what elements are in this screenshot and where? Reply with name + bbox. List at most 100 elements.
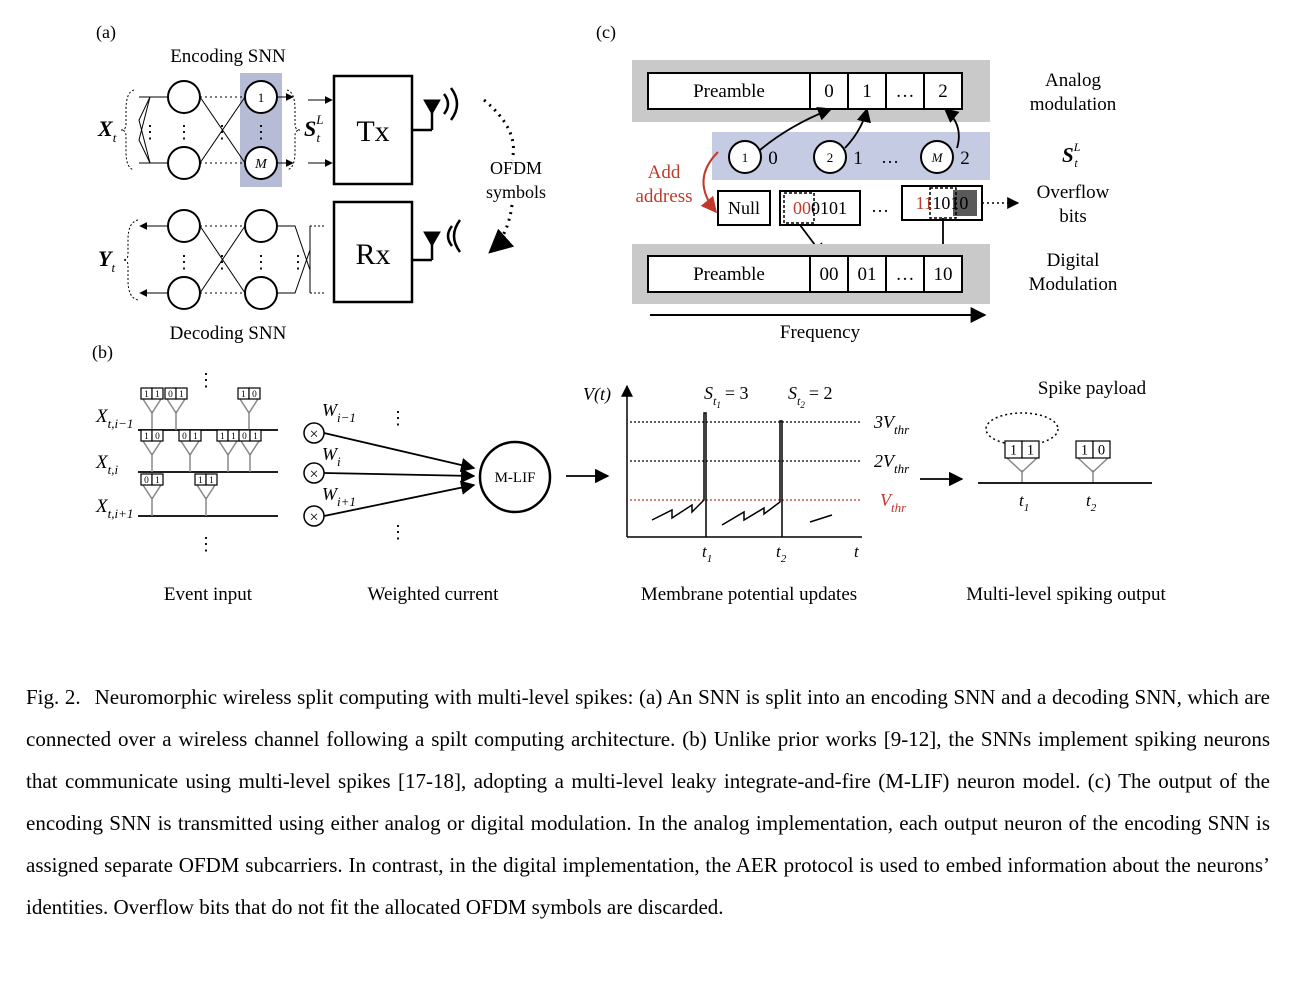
- digital-subcarrier-cell: [923, 255, 963, 293]
- dec-neuron: [167, 276, 201, 310]
- output-spike-fork: [1077, 457, 1109, 474]
- neuron-to-subcarrier-arrow: [844, 107, 871, 149]
- event-spike-bit-cell: [205, 473, 218, 486]
- subcaption-spiking-output: Multi-level spiking output: [966, 584, 1166, 605]
- add-address-arrow: [700, 151, 719, 214]
- event-spike-fork: [142, 484, 162, 501]
- event-spike-fork: [218, 440, 238, 457]
- analog-subcarrier-cell: [885, 72, 925, 110]
- threshold-1-label: Vthr: [880, 490, 907, 515]
- analog-preamble-label: Preamble: [693, 81, 765, 102]
- event-spike-bit: 1: [253, 432, 258, 442]
- add-address-label: address: [636, 186, 693, 207]
- rx-label: Rx: [355, 238, 390, 271]
- threshold-2-label: 2Vthr: [874, 451, 910, 476]
- dec-neuron: [244, 276, 278, 310]
- dec-connections: [199, 225, 324, 294]
- encoding-snn-title: Encoding SNN: [170, 46, 286, 67]
- event-spike-bit-cell: [189, 429, 202, 442]
- tx-label: Tx: [356, 115, 389, 148]
- c-neuron: [920, 140, 954, 174]
- event-spike-bit-cell: [151, 473, 164, 486]
- tx-antenna-icon: [412, 87, 459, 132]
- bits-dots: …: [871, 196, 889, 216]
- c-neuron: [728, 140, 762, 174]
- mlif-neuron: [478, 440, 552, 514]
- event-spike-bit: 1: [155, 390, 160, 400]
- s1-label: St1= 3: [704, 383, 749, 410]
- null-cell: [717, 190, 771, 226]
- null-label: Null: [728, 198, 760, 218]
- analog-subcarrier-cell: [923, 72, 963, 110]
- enc-neuron: [167, 146, 201, 180]
- event-spike-fork: [142, 398, 162, 415]
- event-spike-fork: [142, 440, 162, 457]
- ofdm-channel-arc: [488, 204, 515, 254]
- vdots: ⋮: [252, 252, 270, 272]
- row-label: Xt,i+1: [95, 496, 133, 521]
- event-spike-bit: 0: [242, 432, 247, 442]
- digital-subcarrier-cell: [847, 255, 887, 293]
- output-spike-fork: [1006, 457, 1038, 474]
- event-spike-bit-cell: [248, 387, 261, 400]
- enc-neuron: [167, 80, 201, 114]
- spike-payload-highlight: [985, 412, 1059, 446]
- event-spike-bit: 1: [155, 476, 160, 486]
- figure-caption: Fig. 2.Neuromorphic wireless split compu…: [26, 676, 1270, 928]
- row-label: Xt,i−1: [95, 406, 133, 431]
- event-spike-bit: 1: [241, 390, 246, 400]
- weight-label: Wi+1: [322, 484, 356, 509]
- vdots: ⋮: [175, 122, 193, 142]
- digital-modulation-label: Modulation: [1029, 274, 1118, 295]
- overflow-label: bits: [1059, 206, 1086, 227]
- analog-subcarrier-cell-label: …: [896, 81, 915, 102]
- panel-c-label: (c): [596, 22, 616, 43]
- vdots: ⋮: [389, 408, 407, 428]
- subcaption-membrane: Membrane potential updates: [641, 584, 857, 605]
- dec-neuron: [167, 209, 201, 243]
- vdots: ⋮: [213, 252, 231, 272]
- c-neuron: [813, 140, 847, 174]
- row-label: Xt,i: [95, 452, 118, 477]
- input-x-label: Xt: [97, 116, 117, 145]
- analog-subcarrier-cell-label: 1: [862, 81, 872, 102]
- output-spike-bit: 1: [1081, 443, 1088, 459]
- vdots: ⋮: [197, 370, 215, 390]
- event-spike-bit-cell: [151, 429, 164, 442]
- event-spike-bit-cell: [151, 387, 164, 400]
- multiply-icon: ×: [303, 422, 325, 444]
- bits-dashed-highlight: [783, 192, 815, 224]
- vdots: ⋮: [213, 122, 231, 142]
- vdots: ⋮: [141, 122, 159, 142]
- neuron-1-label: 1: [258, 90, 265, 105]
- output-spike-bit-cell: [1021, 440, 1040, 459]
- weight-label: Wi−1: [322, 400, 356, 425]
- panel-a-label: (a): [96, 22, 116, 43]
- vdots: ⋮: [197, 534, 215, 554]
- event-spike-fork: [166, 398, 186, 415]
- rx-box: [332, 200, 414, 304]
- event-spike-bit-cell: [175, 387, 188, 400]
- event-spike-bit: 1: [144, 390, 149, 400]
- vdots: ⋮: [289, 252, 307, 272]
- input-brace: [120, 89, 135, 171]
- panel-a: (a) Encoding SNN 1 M ⋮ ⋮ ⋮ ⋮ Xt: [96, 22, 546, 344]
- overflow-highlight: [953, 190, 977, 216]
- frequency-label: Frequency: [780, 322, 861, 343]
- digital-subcarrier-cell-label: …: [896, 264, 915, 285]
- neuron-m-label: M: [254, 157, 268, 172]
- analog-subcarrier-cell-label: 0: [824, 81, 834, 102]
- overflow-label: Overflow: [1037, 182, 1110, 203]
- enc-connections: [138, 96, 246, 164]
- analog-modulation-label: Analog: [1045, 70, 1101, 91]
- output-y-label: Yt: [98, 246, 115, 275]
- vt-label: V(t): [583, 384, 611, 405]
- weight-arrow: [323, 468, 476, 483]
- membrane-potential-trace: [651, 412, 833, 537]
- c-neuron-value: 1: [853, 148, 863, 169]
- event-spike-bit: 1: [193, 432, 198, 442]
